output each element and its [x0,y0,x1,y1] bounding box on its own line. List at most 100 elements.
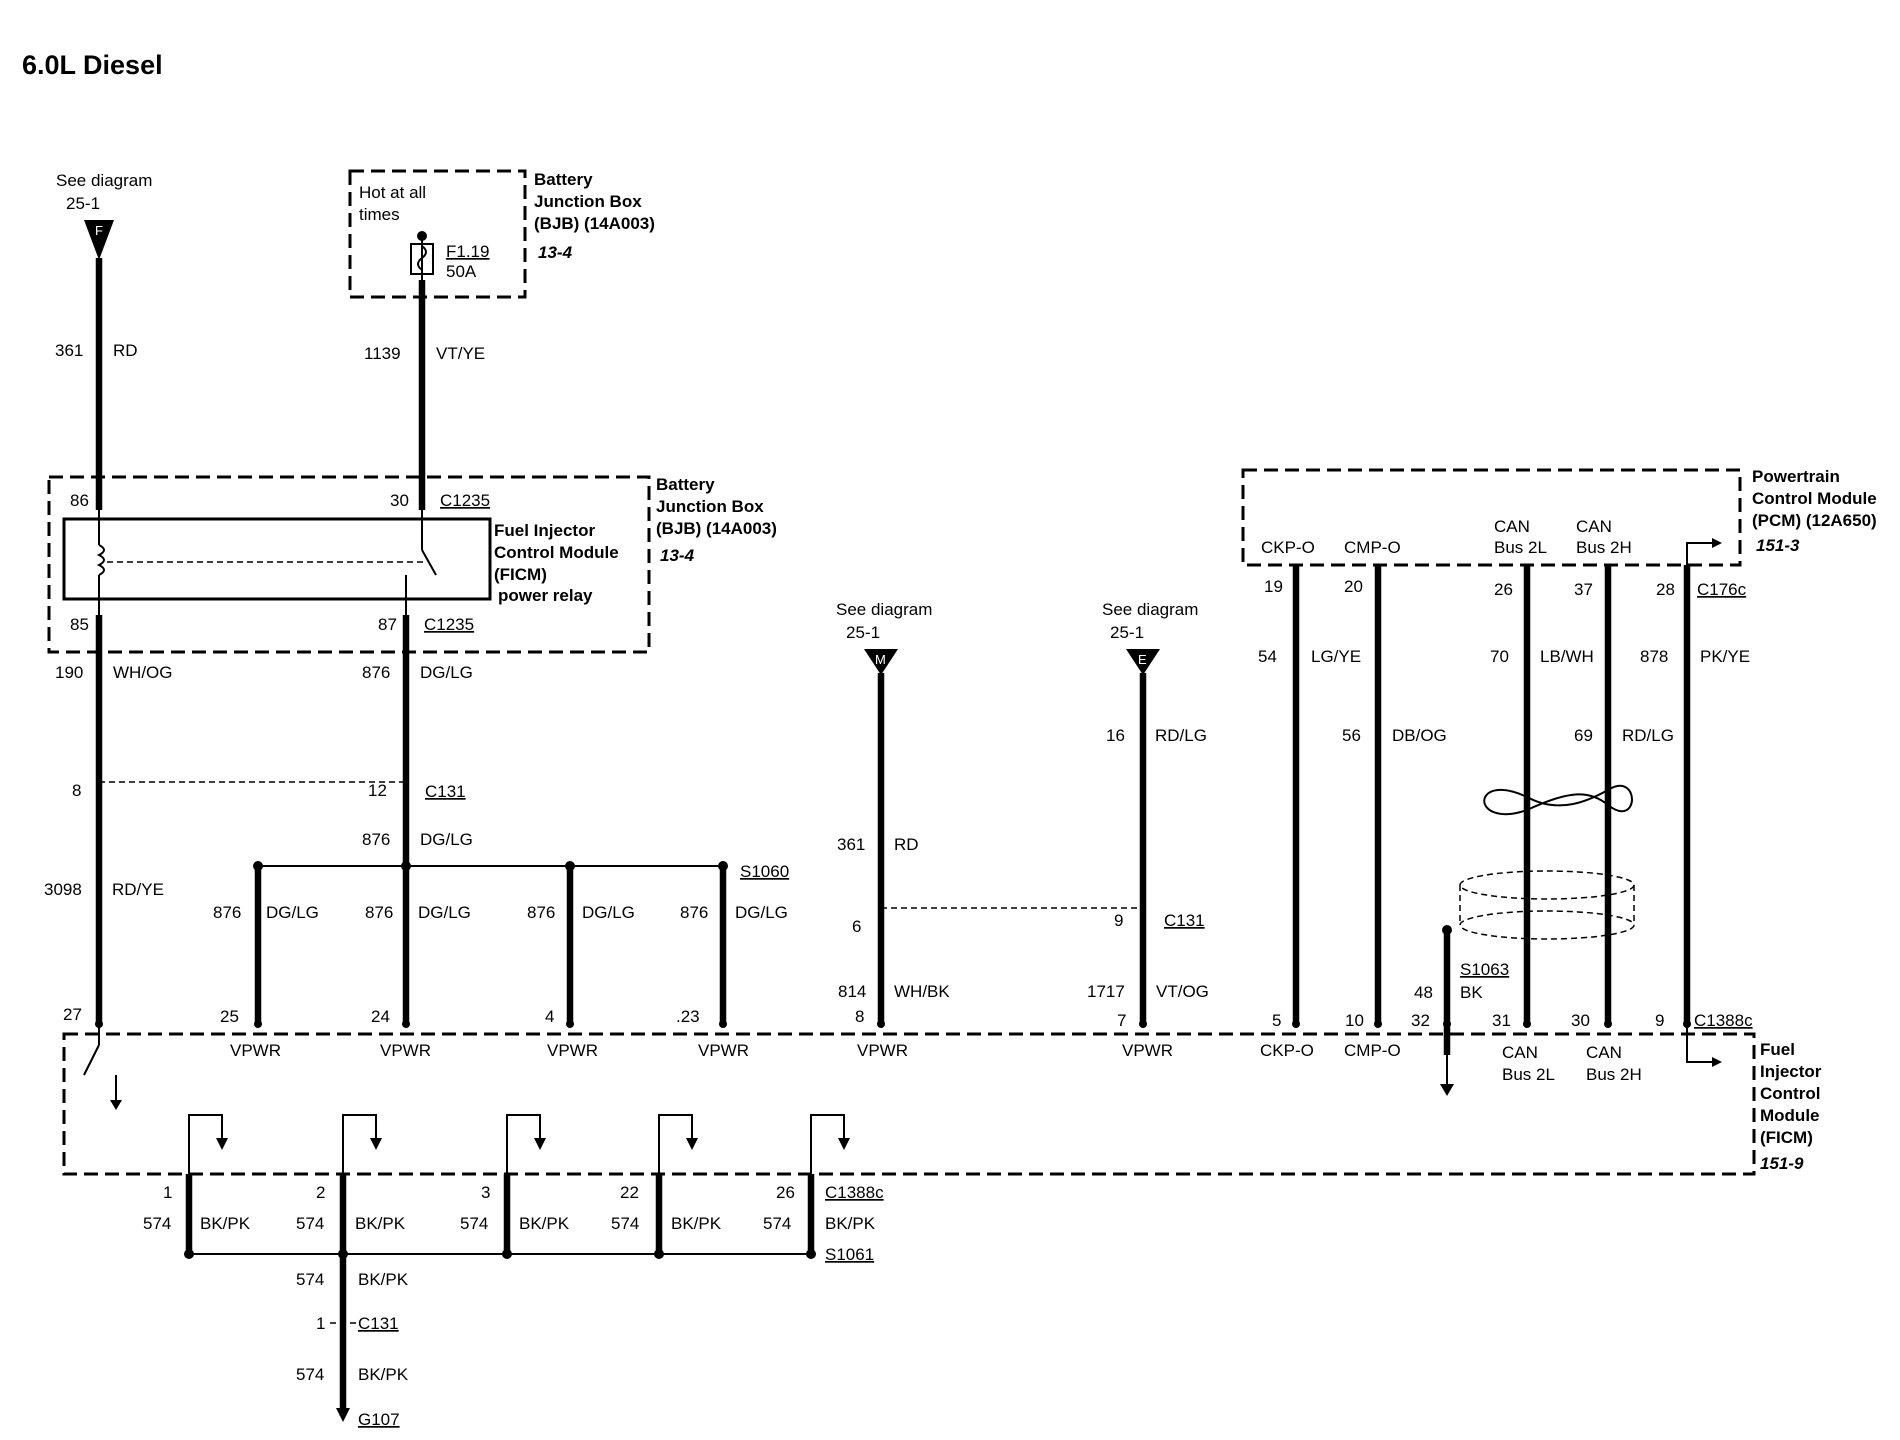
svg-text:(PCM) (12A650): (PCM) (12A650) [1752,511,1877,530]
svg-text:LG/YE: LG/YE [1311,647,1361,666]
svg-text:CAN: CAN [1502,1043,1538,1062]
svg-text:876: 876 [527,903,555,922]
svg-text:26: 26 [1494,580,1513,599]
svg-text:574: 574 [296,1270,324,1289]
ground-icon [1440,1084,1454,1096]
diagram-ref-e[interactable]: See diagram 25-1 E [1102,600,1198,675]
arrow-marker-icon [84,220,114,260]
svg-text:1717: 1717 [1087,982,1125,1001]
svg-text:20: 20 [1344,577,1363,596]
svg-text:86: 86 [70,491,89,510]
svg-text:C1388c: C1388c [1694,1011,1753,1030]
svg-text:50A: 50A [446,262,477,281]
svg-text:87: 87 [378,615,397,634]
svg-text:(BJB) (14A003): (BJB) (14A003) [534,214,655,233]
twisted-pair-icon [1483,784,1633,816]
svg-text:Fuel: Fuel [1760,1040,1795,1059]
svg-text:RD/YE: RD/YE [112,880,164,899]
svg-text:BK/PK: BK/PK [358,1365,409,1384]
svg-text:7: 7 [1117,1011,1126,1030]
svg-text:(FICM): (FICM) [1760,1128,1813,1147]
svg-text:574: 574 [611,1214,639,1233]
svg-text:BK/PK: BK/PK [200,1214,251,1233]
svg-text:VT/YE: VT/YE [436,344,485,363]
svg-text:574: 574 [296,1365,324,1384]
svg-text:26: 26 [776,1183,795,1202]
svg-text:2: 2 [316,1183,325,1202]
svg-text:37: 37 [1574,580,1593,599]
svg-text:BK/PK: BK/PK [355,1214,406,1233]
arrow-marker-icon [864,649,898,675]
bjb-fuse-box [348,169,527,299]
svg-text:VPWR: VPWR [1122,1041,1173,1060]
arrow-marker-icon [1126,649,1160,675]
svg-text:VPWR: VPWR [698,1041,749,1060]
svg-text:DB/OG: DB/OG [1392,726,1447,745]
svg-text:Hot at all: Hot at all [359,183,426,202]
svg-text:CAN: CAN [1576,517,1612,536]
svg-text:See diagram: See diagram [56,171,152,190]
svg-text:8: 8 [72,781,81,800]
svg-text:6: 6 [852,917,861,936]
svg-text:13-4: 13-4 [660,546,695,565]
svg-text:10: 10 [1345,1011,1364,1030]
svg-text:DG/LG: DG/LG [582,903,635,922]
svg-text:PK/YE: PK/YE [1700,647,1750,666]
svg-text:CKP-O: CKP-O [1261,538,1315,557]
fuse-icon [410,243,434,275]
svg-text:878: 878 [1640,647,1668,666]
svg-text:1: 1 [316,1314,325,1333]
svg-text:361: 361 [837,835,865,854]
ground-icon [336,1408,350,1422]
svg-text:CAN: CAN [1586,1043,1622,1062]
svg-text:25-1: 25-1 [846,623,880,642]
svg-text:151-9: 151-9 [1760,1154,1804,1173]
svg-text:C131: C131 [358,1314,399,1333]
svg-text:9: 9 [1655,1011,1664,1030]
svg-text:RD: RD [894,835,919,854]
page-title: 6.0L Diesel [22,50,163,80]
svg-text:16: 16 [1106,726,1125,745]
svg-text:25: 25 [220,1007,239,1026]
svg-text:Control Module: Control Module [1752,489,1877,508]
diagram-ref-f[interactable]: See diagram 25-1 F [56,171,152,260]
svg-text:25-1: 25-1 [66,194,100,213]
relay-switch-icon [421,549,437,576]
svg-text:25-1: 25-1 [1110,623,1144,642]
svg-text:(FICM): (FICM) [494,565,547,584]
svg-text:C1235: C1235 [424,615,474,634]
svg-text:power relay: power relay [498,586,593,605]
pcm-box [1241,468,1742,567]
wire-color: RD [113,341,138,360]
svg-text:876: 876 [365,903,393,922]
svg-text:70: 70 [1490,647,1509,666]
svg-text:54: 54 [1258,647,1277,666]
svg-text:DG/LG: DG/LG [735,903,788,922]
svg-text:Battery: Battery [656,475,715,494]
svg-text:69: 69 [1574,726,1593,745]
svg-text:Powertrain: Powertrain [1752,467,1840,486]
svg-text:BK: BK [1460,983,1483,1002]
svg-text:30: 30 [390,491,409,510]
svg-text:CMP-O: CMP-O [1344,538,1401,557]
svg-text:.23: .23 [676,1007,700,1026]
svg-text:LB/WH: LB/WH [1540,647,1594,666]
svg-text:BK/PK: BK/PK [358,1270,409,1289]
svg-text:Junction Box: Junction Box [656,497,764,516]
svg-text:BK/PK: BK/PK [671,1214,722,1233]
svg-text:times: times [359,205,400,224]
svg-text:VPWR: VPWR [857,1041,908,1060]
bjb-relay-box [47,475,651,654]
svg-text:3: 3 [481,1183,490,1202]
diagram-ref-m[interactable]: See diagram 25-1 M [836,600,932,675]
svg-text:C1388c: C1388c [825,1183,884,1202]
svg-text:S1063: S1063 [1460,960,1509,979]
svg-text:C131: C131 [425,782,466,801]
svg-text:Injector: Injector [1760,1062,1822,1081]
svg-text:151-3: 151-3 [1756,536,1800,555]
svg-text:C1235: C1235 [440,491,490,510]
svg-text:DG/LG: DG/LG [418,903,471,922]
svg-text:VT/OG: VT/OG [1156,982,1209,1001]
svg-text:C131: C131 [1164,911,1205,930]
svg-text:8: 8 [855,1007,864,1026]
